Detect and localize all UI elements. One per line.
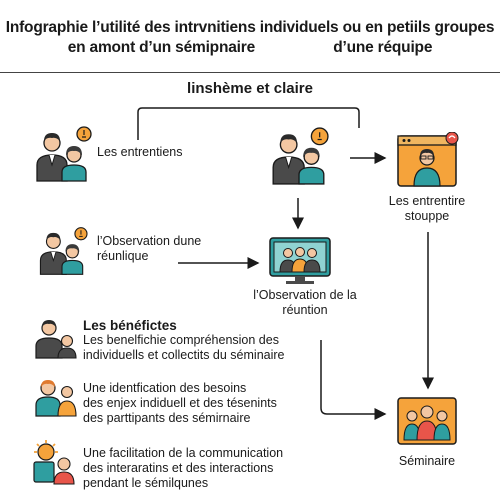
video-call-icon: [397, 132, 459, 187]
right-top-label: Les entrentire stouppe: [388, 194, 466, 223]
title-line1: Infographie l’utilité des intrvnitiens i…: [5, 19, 495, 36]
people-idea-icon: [36, 126, 92, 182]
title-line2-left: en amont d’un sémipnaire: [67, 39, 255, 56]
center-observation-label: l’Observation de la réuntion: [253, 288, 357, 317]
people-idea-icon: [39, 227, 88, 275]
page-title: Infographie l’utilité des intrvnitiens i…: [0, 18, 500, 38]
left-item-interviews-label: Les entrentiens: [97, 145, 183, 159]
seminar-label: Séminaire: [398, 454, 456, 468]
left-item-observation-label: l’Observation dune réunlique: [97, 234, 202, 263]
center-people-idea-icon: [272, 127, 329, 185]
connector-monitor-to-seminar: [320, 340, 387, 420]
benefit-1-text: Les benelfichie compréhension des indivi…: [83, 333, 285, 362]
subtitle: linshème et claire: [187, 80, 313, 97]
connector-bracket-top: [137, 107, 360, 140]
benefit-3-text: Une facilitation de la communication des…: [83, 446, 284, 490]
title-divider: [0, 72, 500, 73]
benefits-heading: Les bénéfictes: [83, 318, 177, 333]
two-people-orange-icon: [35, 380, 77, 417]
monitor-meeting-icon: [269, 237, 331, 284]
sun-people-icon: [33, 440, 75, 485]
group-screen-icon: [397, 397, 457, 445]
page-title-line2: en amont d’un sémipnaire d’une réquipe: [0, 38, 500, 58]
two-people-icon: [35, 320, 77, 359]
title-line2-right: d’une réquipe: [333, 39, 433, 56]
benefit-2-text: Une identfication des besoins des enjex …: [83, 381, 277, 425]
